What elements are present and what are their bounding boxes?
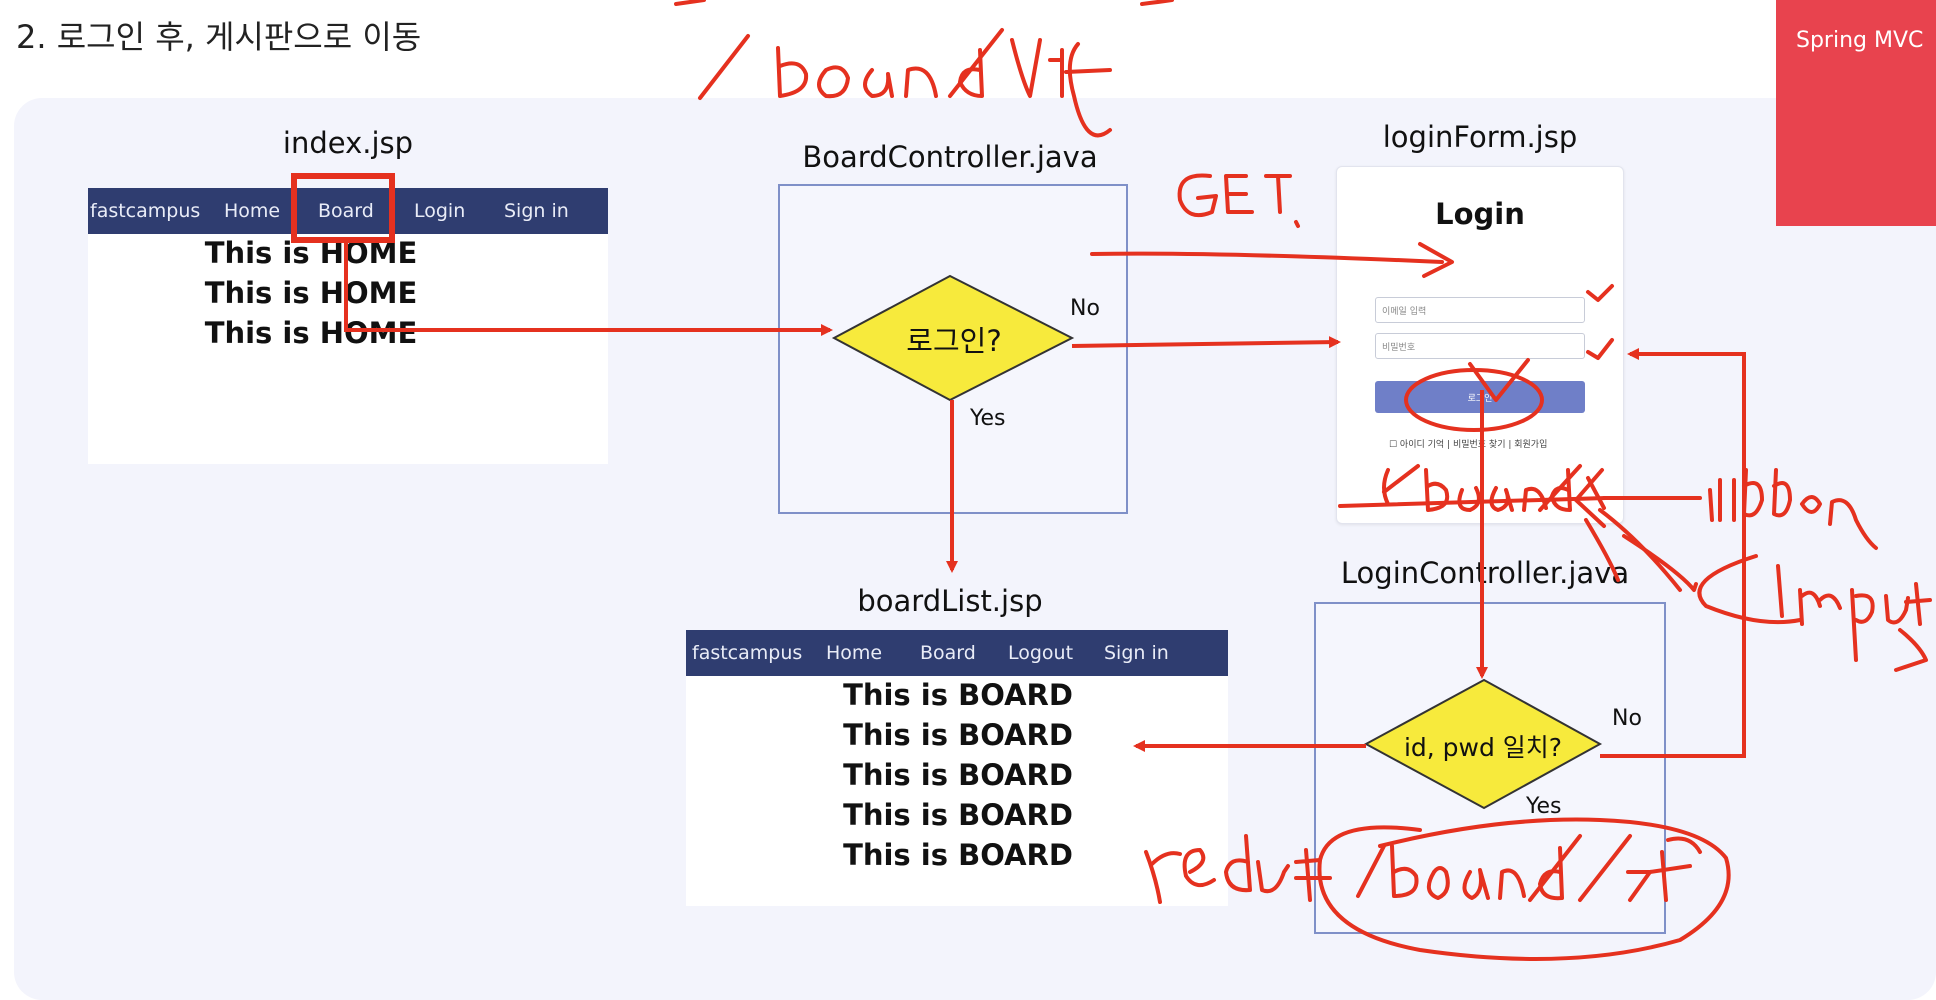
index-content-line: This is HOME <box>204 276 418 310</box>
board-content-line: This is BOARD <box>843 838 1073 872</box>
board-content-line: This is BOARD <box>843 798 1073 832</box>
arrow-no-to-login-form <box>1071 336 1341 349</box>
index-nav-board[interactable]: Board <box>318 200 374 222</box>
id-field[interactable]: 이메일 입력 <box>1375 297 1585 323</box>
board-nav-home[interactable]: Home <box>826 642 883 664</box>
arrow-credential-no-back-to-form <box>1600 348 1746 758</box>
login-heading: Login <box>1435 197 1525 231</box>
login-footer-links[interactable]: ☐ 아이디 기억 | 비밀번호 찾기 | 회원가입 <box>1389 440 1548 450</box>
index-content-line: This is HOME <box>204 316 418 350</box>
board-list-navbar: fastcampus Home Board Logout Sign in <box>686 630 1228 676</box>
index-navbar: fastcampus Home Board Login Sign in <box>88 188 608 234</box>
arrow-board-to-controller <box>344 240 833 336</box>
login-check-text: 로그인? <box>906 324 1002 358</box>
index-nav-home[interactable]: Home <box>224 200 281 222</box>
credential-check-diamond <box>1363 678 1603 810</box>
board-list-preview: fastcampus Home Board Logout Sign in Thi… <box>686 630 1228 906</box>
corner-badge: Spring MVC <box>1796 28 1924 53</box>
slide-title: 2. 로그인 후, 게시판으로 이동 <box>16 18 422 56</box>
index-nav-brand[interactable]: fastcampus <box>90 200 201 222</box>
credential-check-yes-label: Yes <box>1526 794 1562 819</box>
login-check-yes-label: Yes <box>970 406 1006 431</box>
credential-check-text: id, pwd 일치? <box>1403 733 1563 762</box>
credential-check-no-label: No <box>1612 706 1642 731</box>
handwritten-ink <box>674 0 1932 961</box>
board-nav-logout[interactable]: Logout <box>1008 642 1074 664</box>
login-form-label: loginForm.jsp <box>1382 120 1578 154</box>
login-controller-label: LoginController.java <box>1340 556 1630 590</box>
board-nav-brand[interactable]: fastcampus <box>692 642 803 664</box>
board-nav-signin[interactable]: Sign in <box>1104 642 1169 664</box>
board-controller-label: BoardController.java <box>802 140 1098 174</box>
corner-accent <box>1776 0 1936 226</box>
board-list-label: boardList.jsp <box>857 584 1043 618</box>
board-nav-board[interactable]: Board <box>920 642 976 664</box>
index-nav-login[interactable]: Login <box>414 200 466 222</box>
index-jsp-label: index.jsp <box>282 126 414 160</box>
board-content-line: This is BOARD <box>843 718 1073 752</box>
password-field[interactable]: 비밀번호 <box>1375 333 1585 359</box>
board-content-line: This is BOARD <box>843 758 1073 792</box>
login-check-no-label: No <box>1070 296 1100 321</box>
board-content-line: This is BOARD <box>843 678 1073 712</box>
index-nav-signin[interactable]: Sign in <box>504 200 569 222</box>
board-highlight-box <box>291 173 395 243</box>
